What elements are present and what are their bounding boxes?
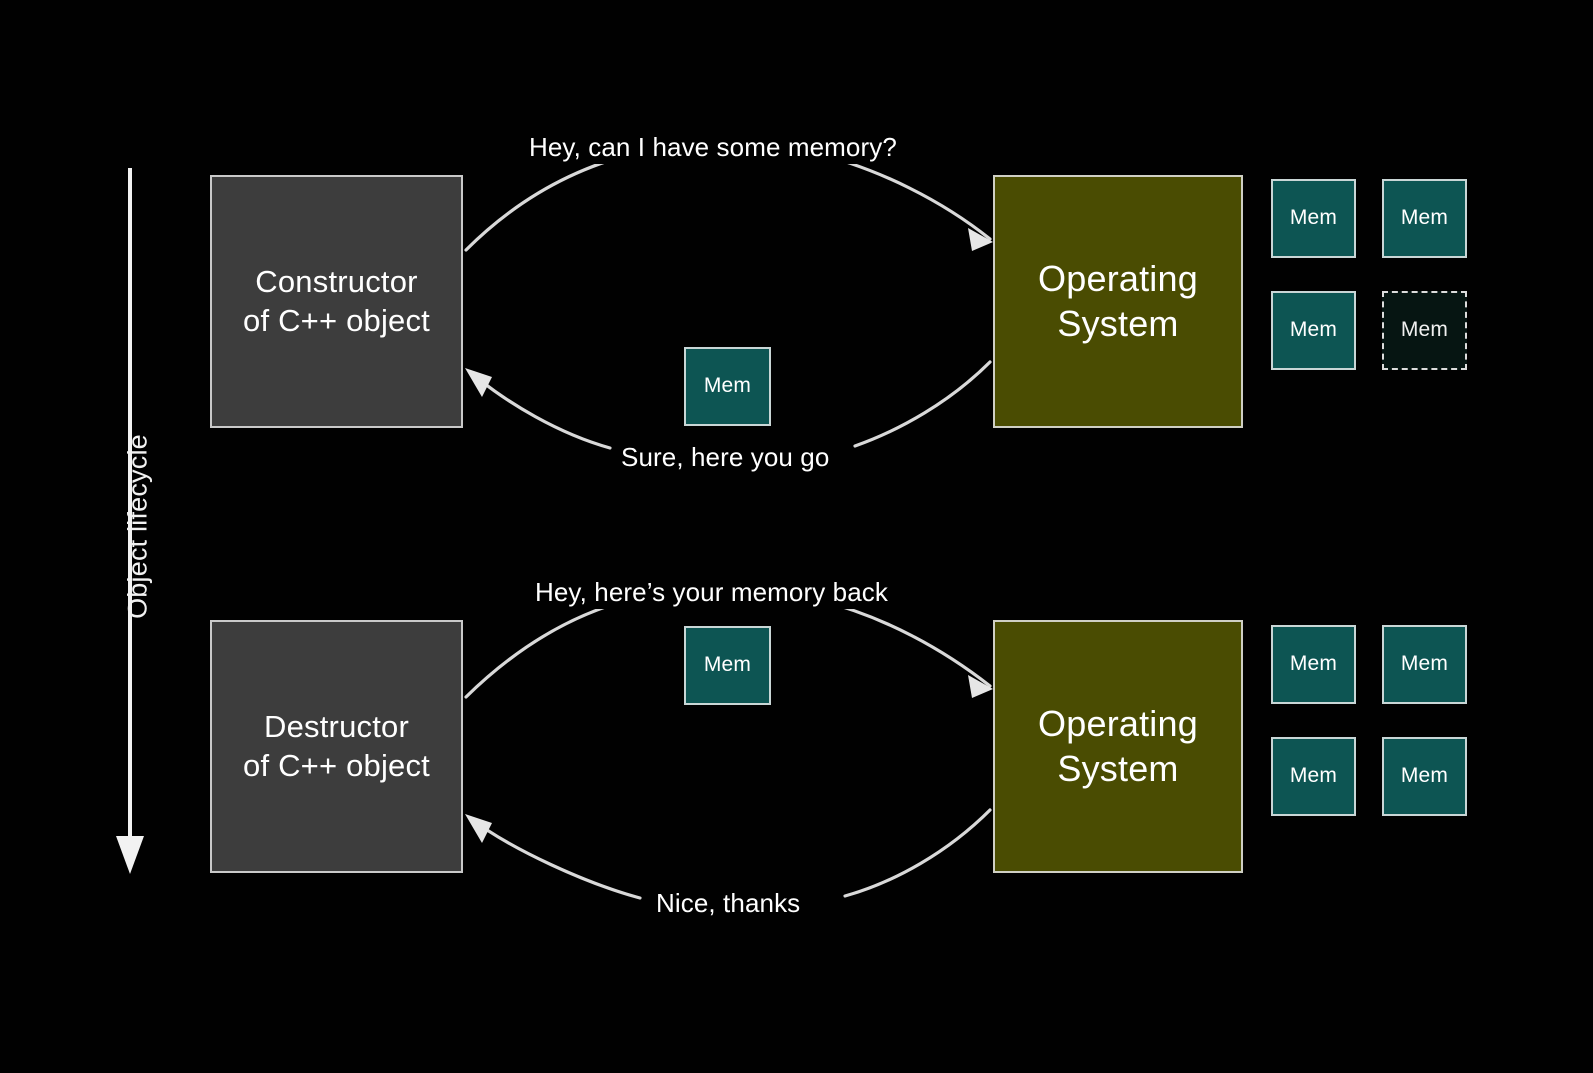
os-top-line-2: System [1057,302,1179,344]
os-mem-block-bottom-1[interactable]: Mem [1271,625,1356,704]
destructor-box[interactable]: Destructor of C++ object [210,620,463,873]
os-mem-block-bottom-4[interactable]: Mem [1382,737,1467,816]
mem-label: Mem [703,374,752,398]
operating-system-box-top[interactable]: Operating System [993,175,1243,428]
lifecycle-arrow-icon [116,168,144,874]
mem-label: Mem [1400,318,1449,342]
os-mem-block-top-2[interactable]: Mem [1382,179,1467,258]
mem-label: Mem [1400,206,1449,230]
os-mem-block-bottom-3[interactable]: Mem [1271,737,1356,816]
constructor-box[interactable]: Constructor of C++ object [210,175,463,428]
os-bottom-line-1: Operating [1038,702,1198,744]
arrow-construction-request [464,150,993,252]
operating-system-box-bottom[interactable]: Operating System [993,620,1243,873]
lifecycle-axis-label: Object lifecycle [122,434,153,619]
os-mem-block-top-1[interactable]: Mem [1271,179,1356,258]
os-mem-block-bottom-2[interactable]: Mem [1382,625,1467,704]
mem-block-in-transit-top[interactable]: Mem [684,347,771,426]
constructor-line-2: of C++ object [243,302,430,338]
os-mem-block-top-3[interactable]: Mem [1271,291,1356,370]
caption-construction-request: Hey, can I have some memory? [521,131,905,164]
mem-label: Mem [703,653,752,677]
object-lifecycle-axis: Object lifecycle [108,168,153,876]
caption-destruction-request: Hey, here’s your memory back [527,576,896,609]
os-top-line-1: Operating [1038,257,1198,299]
mem-label: Mem [1289,318,1338,342]
mem-label: Mem [1289,206,1338,230]
mem-label: Mem [1400,652,1449,676]
mem-label: Mem [1289,764,1338,788]
os-mem-block-top-4-freed[interactable]: Mem [1382,291,1467,370]
arrow-destruction-response [465,808,992,900]
mem-label: Mem [1400,764,1449,788]
mem-label: Mem [1289,652,1338,676]
destructor-line-2: of C++ object [243,747,430,783]
destructor-line-1: Destructor [264,709,409,745]
constructor-line-1: Constructor [255,264,418,300]
caption-construction-response: Sure, here you go [613,441,838,474]
mem-block-in-transit-bottom[interactable]: Mem [684,626,771,705]
os-bottom-line-2: System [1057,747,1179,789]
caption-destruction-response: Nice, thanks [648,887,809,920]
